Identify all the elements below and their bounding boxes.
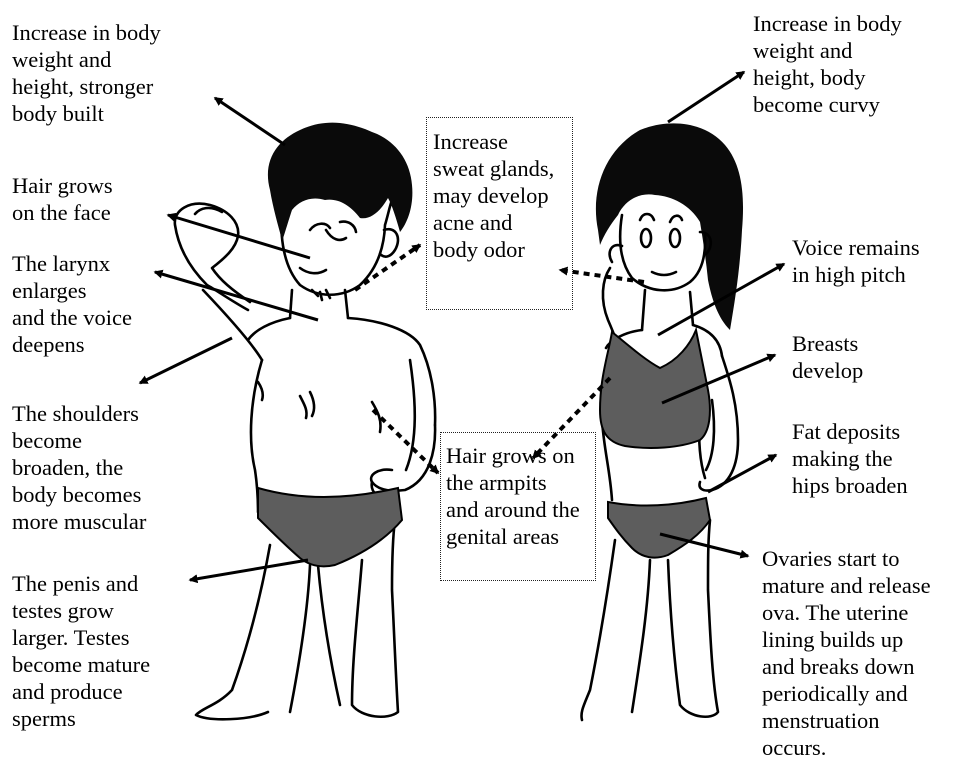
arrow-girl-weight bbox=[668, 72, 744, 122]
label-boy-facial-hair: Hair grows on the face bbox=[12, 172, 113, 226]
label-girl-breasts: Breasts develop bbox=[792, 330, 863, 384]
girl-brief-shape bbox=[608, 498, 710, 558]
arrow-boy-larynx bbox=[155, 272, 318, 320]
boy-figure bbox=[175, 195, 435, 719]
arrow-boy-facial-hair bbox=[168, 215, 310, 258]
label-sweat-glands: Increase sweat glands, may develop acne … bbox=[433, 128, 554, 263]
label-boy-larynx: The larynx enlarges and the voice deepen… bbox=[12, 250, 132, 358]
arrow-boy-shoulders bbox=[140, 338, 232, 383]
label-girl-ovaries: Ovaries start to mature and release ova.… bbox=[762, 545, 931, 761]
label-girl-voice: Voice remains in high pitch bbox=[792, 234, 920, 288]
label-girl-fat-deposits: Fat deposits making the hips broaden bbox=[792, 418, 908, 499]
label-boy-shoulders: The shoulders become broaden, the body b… bbox=[12, 400, 146, 535]
label-boy-weight: Increase in body weight and height, stro… bbox=[12, 19, 161, 127]
label-boy-testes: The penis and testes grow larger. Testes… bbox=[12, 570, 150, 732]
arrow-girl-fat bbox=[708, 455, 776, 492]
label-armpit-genital-hair: Hair grows on the armpits and around the… bbox=[446, 442, 580, 550]
arrow-boy-testes bbox=[190, 560, 308, 580]
label-girl-weight: Increase in body weight and height, body… bbox=[753, 10, 902, 118]
dotted-arrow-boy-sweat bbox=[355, 245, 420, 290]
arrow-boy-weight bbox=[215, 98, 285, 145]
boy-brief-shape bbox=[258, 488, 402, 566]
